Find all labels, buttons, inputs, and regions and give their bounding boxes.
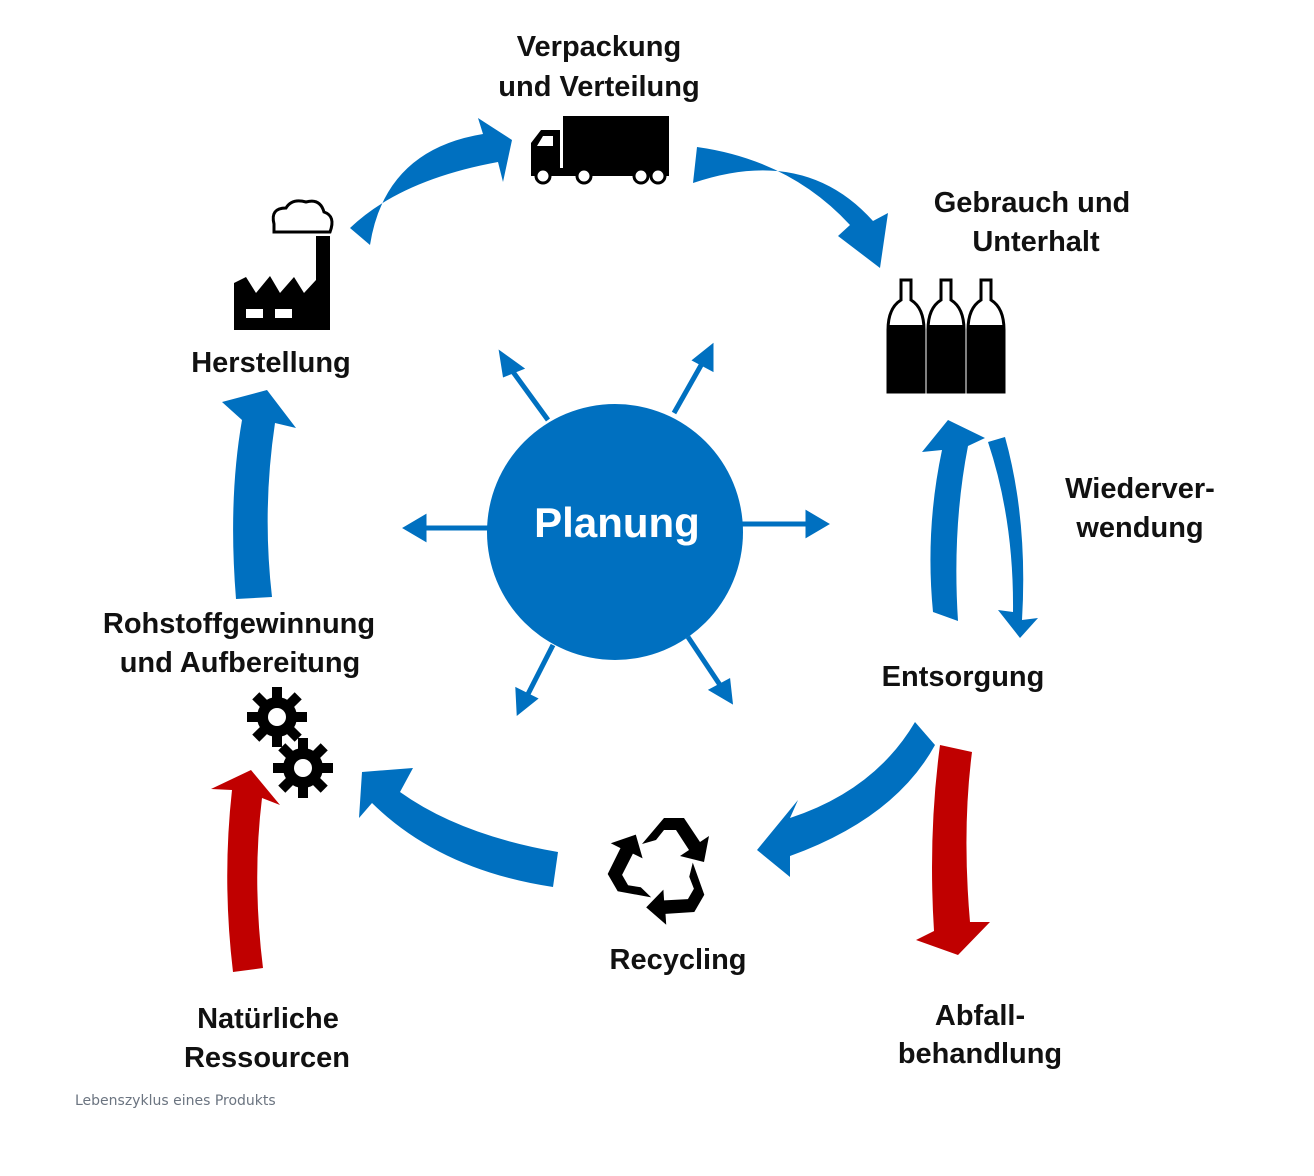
flow-arrows — [211, 118, 1038, 972]
factory-icon — [234, 199, 334, 330]
stage-label-line: Gebrauch und — [934, 187, 1131, 219]
truck-icon — [531, 116, 669, 185]
bottles-icon — [886, 278, 1006, 394]
arrow-gebrauch-to-entsorgung — [988, 437, 1038, 638]
stage-label-line: Herstellung — [191, 347, 351, 379]
bottle-icon — [926, 278, 966, 394]
stage-label-line: Wiederver- — [1065, 473, 1215, 505]
recycle-icon — [607, 818, 709, 925]
radial-arrows — [402, 342, 830, 717]
radial-arrow-n-right — [671, 358, 707, 415]
stage-label-line: Abfall- — [935, 1000, 1025, 1032]
arrow-entsorgung-to-abfall — [916, 745, 990, 955]
radial-arrowhead — [691, 342, 714, 373]
stage-recycling: Recycling — [610, 944, 747, 976]
radial-arrowhead — [707, 678, 734, 705]
stage-label-line: Recycling — [610, 944, 747, 976]
recycle-arrow — [646, 862, 705, 925]
recycle-arrow — [607, 834, 652, 898]
radial-arrowhead — [402, 513, 427, 543]
stage-label-line: und Verteilung — [498, 71, 699, 103]
planung-circle — [487, 404, 743, 660]
factory-window — [246, 309, 263, 318]
stage-label-line: Rohstoffgewinnung — [103, 608, 375, 640]
stage-rohstoff: Rohstoffgewinnung und Aufbereitung — [103, 608, 375, 679]
gear-icon — [247, 687, 307, 747]
bottle-icon — [966, 278, 1006, 394]
planung-center: Planung — [402, 342, 830, 717]
stage-herstellung: Herstellung — [191, 347, 351, 379]
arrow-rohstoff-to-herstellung — [222, 390, 296, 599]
stage-abfall: Abfall- behandlung — [898, 1000, 1062, 1070]
stage-label-line: Ressourcen — [184, 1042, 350, 1074]
radial-arrow-s-left — [523, 643, 556, 700]
stage-label-line: Natürliche — [197, 1003, 339, 1035]
stage-label-line: Verpackung — [517, 31, 681, 63]
stage-label-line: wendung — [1075, 512, 1203, 544]
recycle-arrow — [642, 818, 709, 862]
arrow-herstellung-to-verpackung — [350, 118, 512, 245]
gear-icon — [273, 738, 333, 798]
stage-verpackung: Verpackung und Verteilung — [498, 31, 699, 103]
figure-caption: Lebenszyklus eines Produkts — [75, 1093, 276, 1109]
stage-natur: Natürliche Ressourcen — [184, 1003, 350, 1074]
stage-gebrauch: Gebrauch und Unterhalt — [934, 187, 1131, 258]
stage-label-line: Entsorgung — [882, 661, 1045, 693]
arrow-entsorgung-to-gebrauch — [922, 420, 985, 621]
stage-entsorgung: Entsorgung — [882, 661, 1045, 693]
arrow-ressourcen-to-rohstoff — [211, 770, 280, 972]
stage-wiederverwendung: Wiederver- wendung — [1065, 473, 1215, 544]
factory-window — [275, 309, 292, 318]
radial-arrowhead — [498, 349, 526, 378]
bottle-icon — [886, 278, 926, 394]
arrow-verpackung-to-gebrauch — [693, 147, 888, 268]
radial-arrow-s-right — [685, 635, 725, 690]
stage-label-line: behandlung — [898, 1038, 1062, 1070]
arrow-entsorgung-to-recycling — [757, 722, 935, 877]
planung-label: Planung — [534, 499, 700, 546]
stage-label-line: und Aufbereitung — [120, 647, 361, 679]
stage-label-line: Unterhalt — [972, 226, 1100, 258]
radial-arrow-n-left — [505, 363, 551, 422]
arrow-recycling-to-rohstoff — [359, 768, 558, 887]
radial-arrowhead — [515, 686, 539, 717]
radial-arrowhead — [805, 509, 830, 539]
gears-icon — [247, 687, 333, 798]
